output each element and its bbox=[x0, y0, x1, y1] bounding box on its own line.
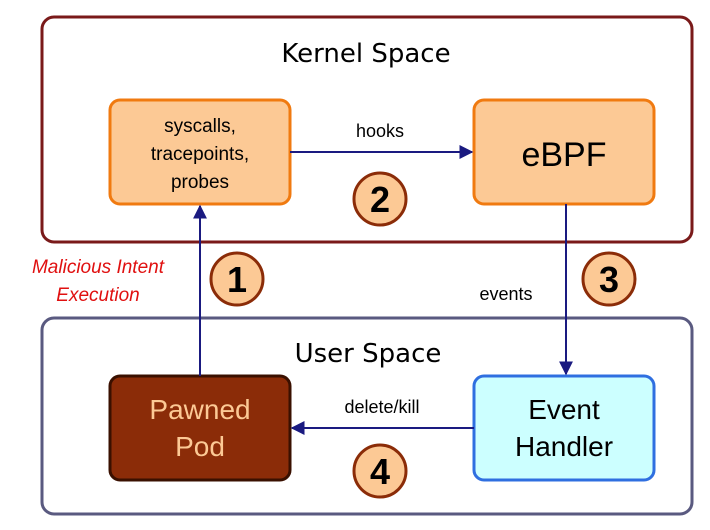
pod-label: Pod bbox=[175, 431, 225, 462]
tracepoints-label: tracepoints, bbox=[151, 144, 249, 165]
event-handler-box bbox=[472, 374, 656, 482]
step-badge-3: 3 bbox=[581, 251, 637, 307]
step-number-1: 1 bbox=[227, 259, 247, 300]
syscalls-label: syscalls, bbox=[164, 116, 236, 137]
kernel-space-title: Kernel Space bbox=[281, 39, 450, 69]
step-badge-1: 1 bbox=[209, 251, 265, 307]
handler-label: Handler bbox=[515, 431, 613, 462]
ebpf-label: eBPF bbox=[521, 136, 606, 174]
pawned-label: Pawned bbox=[149, 394, 250, 425]
malicious-intent-label: Malicious Intent bbox=[32, 257, 165, 278]
execution-label: Execution bbox=[56, 285, 139, 306]
ebpf-box bbox=[472, 98, 656, 206]
step-badge-2: 2 bbox=[352, 171, 408, 227]
user-space-title: User Space bbox=[295, 339, 442, 369]
event-label: Event bbox=[528, 394, 600, 425]
pawned-pod-box bbox=[108, 374, 292, 482]
probes-label: probes bbox=[171, 172, 229, 193]
step-number-4: 4 bbox=[370, 451, 390, 492]
step-number-3: 3 bbox=[599, 259, 619, 300]
step-number-2: 2 bbox=[370, 179, 390, 220]
events-label: events bbox=[479, 284, 532, 304]
hooks-label: hooks bbox=[356, 121, 404, 141]
kernel-space-region bbox=[40, 15, 694, 244]
delete-kill-label: delete/kill bbox=[344, 397, 419, 417]
user-space-region bbox=[40, 316, 694, 516]
step-badge-4: 4 bbox=[352, 443, 408, 499]
